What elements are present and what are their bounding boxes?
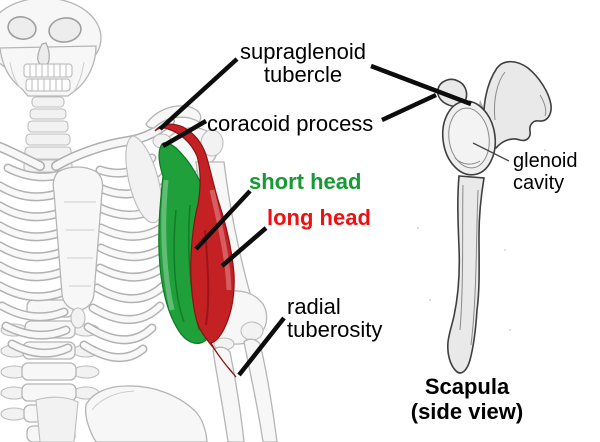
supraglenoid-tubercle-pointer-right xyxy=(370,63,472,107)
short-head-highlight xyxy=(161,179,175,311)
coracoid-process-pointer-left xyxy=(161,119,208,148)
scapula-side-view-caption: Scapula (side view) xyxy=(387,374,547,424)
biceps-long-head xyxy=(154,123,237,378)
caption-line1: Scapula xyxy=(424,374,510,399)
label-glenoid-line2: cavity xyxy=(513,172,565,194)
short-head-pointer xyxy=(194,189,252,251)
label-short-head: short head xyxy=(249,169,362,194)
sternum xyxy=(52,166,104,329)
pelvis xyxy=(35,385,208,442)
label-glenoid-line1: glenoid xyxy=(513,150,578,172)
label-coracoid-process: coracoid process xyxy=(207,111,374,136)
label-radial-line2: tuberosity xyxy=(287,317,383,342)
coracoid-process-pointer-right xyxy=(381,92,437,123)
label-glenoid-cavity: glenoid cavity xyxy=(513,150,578,194)
teeth xyxy=(23,63,73,92)
scapula-side-view-illustration xyxy=(417,60,552,374)
caption-line2: (side view) xyxy=(410,399,524,424)
radial-tuberosity-pointer xyxy=(237,316,286,377)
label-supraglenoid-line2: tubercle xyxy=(263,62,343,87)
rib-cage xyxy=(0,153,182,363)
eye-socket xyxy=(7,16,37,40)
biceps-brachii xyxy=(154,123,237,378)
ulna xyxy=(243,338,278,442)
label-supraglenoid-tubercle: supraglenoid tubercle xyxy=(225,40,381,86)
acromion-shape xyxy=(483,60,552,150)
long-head-pointer xyxy=(220,226,268,268)
scapula-blade xyxy=(447,175,485,374)
radius xyxy=(212,346,245,442)
label-radial-tuberosity: radial tuberosity xyxy=(287,295,382,341)
scapula-lateral-border xyxy=(125,135,163,224)
skeleton-illustration xyxy=(0,0,278,442)
label-supraglenoid-line1: supraglenoid xyxy=(240,39,366,64)
glenoid-cavity-pointer xyxy=(472,142,510,162)
annotation-lines xyxy=(158,57,472,377)
supraglenoid-tubercle-pointer-left xyxy=(158,57,239,131)
olecranon xyxy=(240,321,264,341)
eye-socket xyxy=(48,17,82,43)
label-long-head: long head xyxy=(267,205,371,230)
label-radial-line1: radial xyxy=(287,294,341,319)
long-head-highlight xyxy=(209,189,232,291)
skull xyxy=(0,0,102,97)
glenoid-rim xyxy=(448,107,490,169)
